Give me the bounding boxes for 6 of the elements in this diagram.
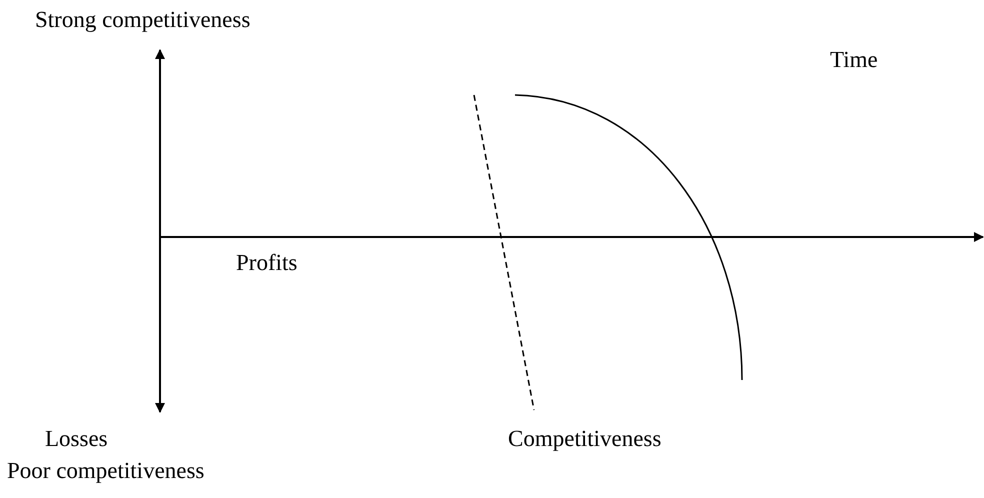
axis-label: Time	[830, 48, 878, 71]
axis-label: Losses	[45, 427, 108, 450]
axis-label: Poor competitiveness	[7, 459, 204, 482]
axis-label: Profits	[236, 251, 298, 274]
curve-label: Competitiveness	[508, 427, 662, 450]
axis-label: Strong competitiveness	[35, 8, 250, 31]
